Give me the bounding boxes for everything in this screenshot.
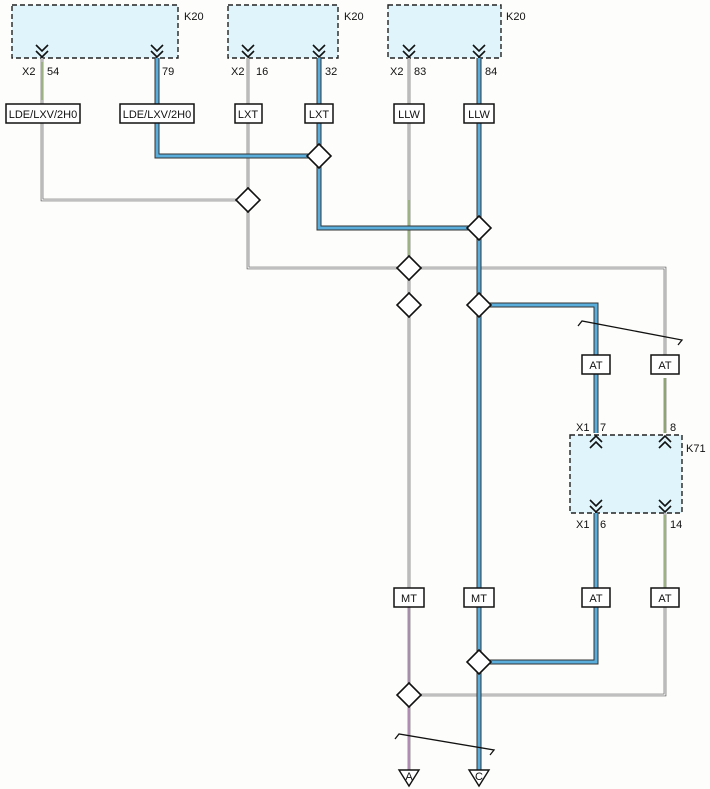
connector-chevrons-up xyxy=(589,434,672,449)
wire-label-boxes: LDE/LXV/2H0 LDE/LXV/2H0 LXT LXT LLW LLW … xyxy=(5,103,680,608)
splice-7 xyxy=(465,648,493,676)
output-terminal-c: C xyxy=(467,769,491,788)
output-c-label: C xyxy=(475,771,483,783)
wire-label-llw-1: LLW xyxy=(398,109,420,121)
output-a-label: A xyxy=(405,771,413,783)
twist-mark-at xyxy=(577,320,684,346)
connector-x2-c: X2 xyxy=(390,66,403,78)
wire-label-lxt-1: LXT xyxy=(238,109,258,121)
wire-label-at-2: AT xyxy=(658,360,672,372)
module-k71: K71 xyxy=(569,434,706,514)
pin-16: 16 xyxy=(256,66,268,78)
pin-6: 6 xyxy=(600,519,606,531)
module-k71-label: K71 xyxy=(686,443,706,455)
twist-mark-output xyxy=(394,733,496,756)
pin-54: 54 xyxy=(47,66,59,78)
connector-chevrons-down xyxy=(35,44,672,514)
splice-8 xyxy=(395,681,423,709)
splice-2 xyxy=(234,186,262,214)
wire-blue-79 xyxy=(154,58,319,159)
connector-x2-b: X2 xyxy=(231,66,244,78)
wire-lxt-left xyxy=(246,58,667,362)
wire-label-llw-2: LLW xyxy=(468,109,490,121)
wire-label-mt-1: MT xyxy=(401,593,417,605)
module-k20-right-label: K20 xyxy=(506,11,526,23)
wire-label-at-4: AT xyxy=(658,593,672,605)
twisted-pair-marks xyxy=(394,320,684,756)
pin-8: 8 xyxy=(670,422,676,434)
wire-label-lde-2: LDE/LXV/2H0 xyxy=(123,109,191,121)
splice-3 xyxy=(465,214,493,242)
output-terminal-a: A xyxy=(397,769,421,788)
wire-label-lde-1: LDE/LXV/2H0 xyxy=(9,109,77,121)
connector-x1-top: X1 xyxy=(576,422,589,434)
wire-blue-32 xyxy=(316,58,479,231)
pin-14: 14 xyxy=(670,519,682,531)
module-k20-left-label: K20 xyxy=(184,11,204,23)
wire-label-at-3: AT xyxy=(589,593,603,605)
wire-lde-left xyxy=(40,58,248,202)
connector-x1-bottom: X1 xyxy=(576,519,589,531)
splice-6 xyxy=(465,291,493,319)
wire-label-at-1: AT xyxy=(589,360,603,372)
module-k20-mid-label: K20 xyxy=(344,11,364,23)
wire-label-mt-2: MT xyxy=(471,593,487,605)
pin-32: 32 xyxy=(325,66,337,78)
splice-4 xyxy=(395,254,423,282)
wire-label-lxt-2: LXT xyxy=(309,109,329,121)
splice-1 xyxy=(305,142,333,170)
splice-diamonds xyxy=(234,142,493,709)
pin-79: 79 xyxy=(162,66,174,78)
pin-7: 7 xyxy=(600,422,606,434)
wire-k71-pin14 xyxy=(409,378,667,697)
splice-5 xyxy=(395,291,423,319)
pin-84: 84 xyxy=(485,66,497,78)
connector-x2-a: X2 xyxy=(22,66,35,78)
wire-blue-k71-out xyxy=(479,513,599,665)
pin-83: 83 xyxy=(414,66,426,78)
wire-blue-k71-in xyxy=(479,302,599,433)
